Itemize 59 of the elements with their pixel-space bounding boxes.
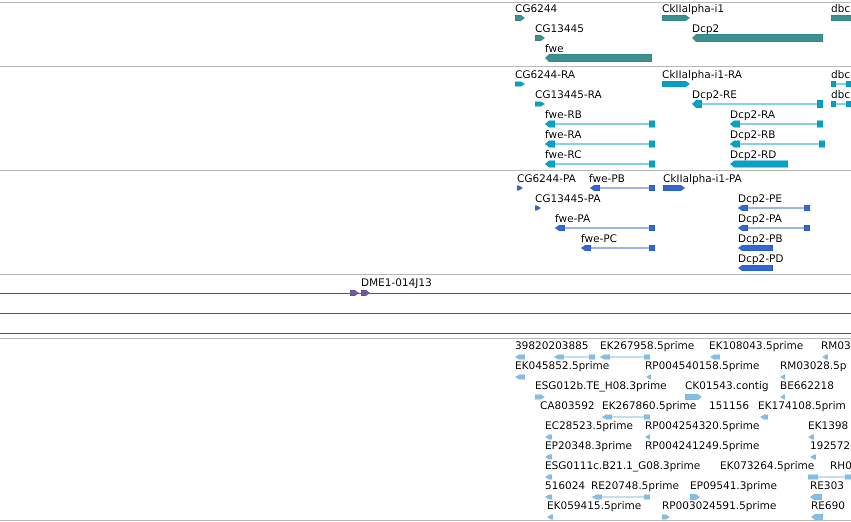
- feature-label: CG13445-PA: [535, 193, 601, 206]
- feature-label: 151156: [709, 400, 750, 413]
- feature-label: CK01543.contig: [685, 380, 769, 393]
- feature-label: BE662218: [780, 380, 834, 393]
- feature-label: EK174108.5prim: [758, 400, 846, 413]
- feature-label: RP003024591.5prime: [662, 500, 776, 513]
- feature-label: dbc: [831, 89, 850, 102]
- feature-label: EK045852.5prime: [515, 360, 610, 373]
- feature-label: RM03028.5p: [780, 360, 846, 373]
- feature-label: fwe-PC: [581, 233, 618, 246]
- feature-label: CkIIalpha-i1-PA: [663, 173, 742, 186]
- feature-label: Dcp2-PE: [738, 193, 782, 206]
- feature-label: CG6244-PA: [517, 173, 576, 186]
- feature-label: ESG0111c.B21.1_G08.3prime: [545, 460, 700, 473]
- feature-label: Dcp2-PB: [738, 233, 783, 246]
- feature-label: CG13445-RA: [535, 89, 602, 102]
- feature-label: fwe-RB: [545, 109, 582, 122]
- feature-label: 516024: [545, 480, 586, 493]
- feature-label: fwe: [545, 43, 564, 56]
- feature-label: RE303: [810, 480, 844, 493]
- feature-label: Dcp2-RD: [730, 149, 776, 162]
- feature-label: RP004254320.5prime: [645, 420, 760, 433]
- feature-label: Dcp2: [692, 23, 720, 36]
- feature-label: EP09541.3prime: [690, 480, 777, 493]
- feature-label: Dcp2-RE: [692, 89, 737, 102]
- feature-label: 192572: [810, 440, 850, 453]
- feature-label: EK108043.5prime: [709, 340, 804, 353]
- feature-label: 39820203885: [515, 340, 588, 353]
- feature-label: CA803592: [540, 400, 595, 413]
- feature-label: Dcp2-PD: [738, 253, 784, 266]
- feature-label: CG13445: [535, 23, 584, 36]
- feature-label: ESG012b.TE_H08.3prime: [535, 380, 667, 393]
- feature-label: fwe-RA: [545, 129, 582, 142]
- feature-label: EK267860.5prime: [602, 400, 696, 413]
- feature-label: RP004241249.5prime: [645, 440, 760, 453]
- feature-label: Dcp2-RB: [730, 129, 776, 142]
- feature-label: CkIIalpha-i1-RA: [662, 69, 742, 82]
- feature-label: RM03: [821, 340, 851, 353]
- feature-label: RP004540158.5prime: [645, 360, 760, 373]
- feature-label: RH0: [830, 460, 851, 473]
- feature-label: EK267958.5prime: [600, 340, 694, 353]
- feature-label: EK1398: [808, 420, 848, 433]
- feature-label: dbc: [831, 3, 850, 16]
- feature-label: fwe-PB: [589, 173, 625, 186]
- feature-label: EK059415.5prime: [547, 500, 642, 513]
- feature-label: Dcp2-RA: [730, 109, 776, 122]
- feature-label: EK073264.5prime: [720, 460, 814, 473]
- feature-label: fwe-PA: [555, 213, 590, 226]
- feature-label: RE20748.5prime: [591, 480, 679, 493]
- feature-label: EC28523.5prime: [545, 420, 633, 433]
- feature-label: CG6244: [515, 3, 558, 16]
- feature-label: Dcp2-PA: [738, 213, 782, 226]
- feature-label: RE690: [811, 500, 845, 513]
- feature-label: CkIIalpha-i1: [662, 3, 724, 16]
- feature-label: CG6244-RA: [515, 69, 576, 82]
- feature-label: DME1-014J13: [361, 277, 432, 290]
- feature-label: EP20348.3prime: [545, 440, 632, 453]
- feature-label: dbc: [831, 69, 850, 82]
- feature-label: fwe-RC: [545, 149, 582, 162]
